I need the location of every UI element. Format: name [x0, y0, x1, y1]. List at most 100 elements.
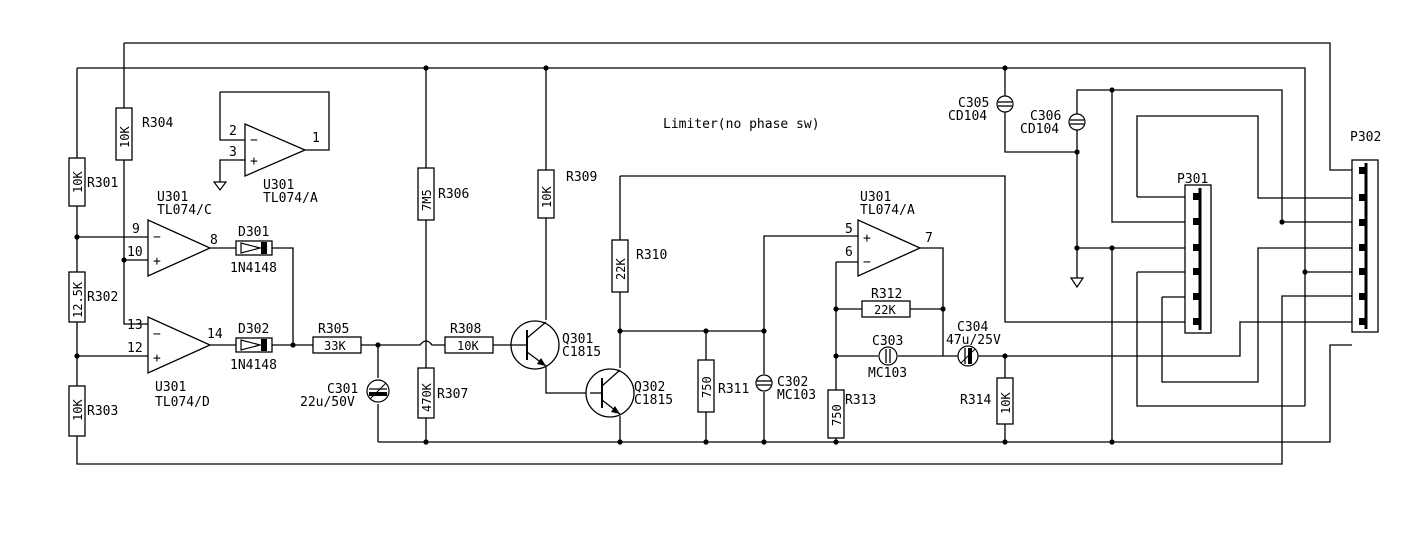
opamp-pin: 9 — [132, 222, 140, 237]
resistor-ref: R303 — [87, 404, 118, 419]
opamp-pin: 2 — [229, 124, 237, 139]
resistor-r313: 750 R313 — [827, 389, 876, 439]
resistor-ref: R307 — [437, 387, 468, 402]
opamp-ref: U301 — [155, 380, 186, 395]
connector-ref: P302 — [1350, 130, 1381, 145]
capacitor-value: CD104 — [948, 109, 987, 124]
capacitor-value: 47u/25V — [946, 333, 1001, 348]
resistor-r303: 10K R303 — [68, 385, 118, 437]
opamp-u301-a-buffer: − + 2 3 1 U301 TL074/A — [229, 123, 320, 206]
opamp-pin: 6 — [845, 245, 853, 260]
resistor-r304: 10K R304 — [115, 107, 173, 161]
capacitor-ref: C304 — [957, 320, 988, 335]
resistor-r314: 10K R314 — [960, 377, 1014, 425]
diode-ref: D301 — [238, 225, 269, 240]
resistor-value: 12.5K — [71, 281, 85, 318]
resistor-r311: 750 R311 — [697, 359, 749, 413]
resistor-r305: 33K R305 — [312, 322, 362, 354]
transistor-q302: Q302 C1815 — [585, 368, 673, 418]
resistor-value: 470K — [420, 382, 434, 412]
connector-p301: P301 — [1177, 172, 1212, 334]
opamp-plus-sign: + — [863, 231, 871, 246]
opamp-minus-sign: − — [250, 133, 258, 148]
resistor-value: 22K — [874, 303, 896, 317]
resistor-ref: R310 — [636, 248, 667, 263]
resistor-ref: R304 — [142, 116, 173, 131]
opamp-ref: U301 — [263, 178, 294, 193]
ground-symbol — [212, 181, 228, 191]
opamp-u301-a: + − 5 6 7 U301 TL074/A — [845, 190, 933, 278]
resistor-r312: 22K R312 — [861, 287, 911, 318]
resistor-value: 22K — [614, 258, 628, 280]
resistor-value: 10K — [71, 399, 85, 421]
resistor-r308: 10K R308 — [444, 322, 494, 354]
resistor-value: 750 — [830, 404, 844, 426]
opamp-value: TL074/A — [263, 191, 318, 206]
resistor-r310: 22K R310 — [611, 239, 667, 293]
opamp-value: TL074/D — [155, 395, 210, 410]
capacitor-ref: C303 — [872, 334, 903, 349]
transistor-q301: Q301 C1815 — [510, 320, 601, 370]
diode-d301: D301 1N4148 — [230, 225, 277, 276]
capacitor-c306: C306 CD104 — [1020, 109, 1086, 137]
diode-value: 1N4148 — [230, 261, 277, 276]
capacitor-c303: C303 MC103 — [868, 334, 907, 381]
resistor-value: 10K — [999, 392, 1013, 414]
capacitor-ref: C306 — [1030, 109, 1061, 124]
opamp-ref: U301 — [860, 190, 891, 205]
resistor-value: 10K — [540, 186, 554, 208]
resistor-ref: R308 — [450, 322, 481, 337]
capacitor-value: MC103 — [868, 366, 907, 381]
resistor-r302: 12.5K R302 — [68, 271, 118, 323]
transistor-value: C1815 — [562, 345, 601, 360]
resistor-ref: R306 — [438, 187, 469, 202]
capacitor-value: CD104 — [1020, 122, 1059, 137]
resistor-value: 10K — [457, 339, 479, 353]
opamp-value: TL074/C — [157, 203, 212, 218]
opamp-pin: 7 — [925, 231, 933, 246]
diode-ref: D302 — [238, 322, 269, 337]
opamp-minus-sign: − — [153, 230, 161, 245]
resistor-value: 10K — [118, 126, 132, 148]
opamp-pin: 5 — [845, 222, 853, 237]
opamp-minus-sign: − — [863, 255, 871, 270]
diode-value: 1N4148 — [230, 358, 277, 373]
opamp-pin: 8 — [210, 233, 218, 248]
resistor-ref: R313 — [845, 393, 876, 408]
connector-ref: P301 — [1177, 172, 1208, 187]
connector-p302: P302 — [1350, 130, 1381, 333]
opamp-pin: 10 — [127, 245, 143, 260]
opamp-pin: 3 — [229, 145, 237, 160]
resistor-ref: R302 — [87, 290, 118, 305]
diode-d302: D302 1N4148 — [230, 322, 277, 373]
opamp-value: TL074/A — [860, 203, 915, 218]
opamp-plus-sign: + — [153, 351, 161, 366]
resistor-ref: R305 — [318, 322, 349, 337]
opamp-input-leads — [836, 235, 858, 263]
resistor-value: 33K — [324, 339, 346, 353]
resistor-ref: R312 — [871, 287, 902, 302]
capacitor-c301: C301 22u/50V — [300, 379, 390, 410]
opamp-pin: 14 — [207, 327, 223, 342]
capacitor-ref: C305 — [958, 96, 989, 111]
resistor-r306: 7M5 R306 — [417, 167, 469, 221]
capacitor-value: MC103 — [777, 388, 816, 403]
opamp-ref: U301 — [157, 190, 188, 205]
opamp-u301-d: − + 13 12 14 U301 TL074/D — [127, 315, 223, 410]
resistor-value: 750 — [700, 376, 714, 398]
opamp-u301-c: − + 9 10 8 U301 TL074/C — [127, 190, 218, 278]
opamp-plus-sign: + — [153, 254, 161, 269]
capacitor-c305: C305 CD104 — [948, 95, 1014, 124]
ground-symbol — [1069, 277, 1085, 289]
resistor-value: 10K — [71, 171, 85, 193]
capacitor-c302: C302 MC103 — [755, 374, 816, 403]
opamp-plus-sign: + — [250, 154, 258, 169]
transistor-ref: Q302 — [634, 380, 665, 395]
capacitor-ref: C302 — [777, 375, 808, 390]
opamp-pin: 13 — [127, 318, 143, 333]
resistor-ref: R309 — [566, 170, 597, 185]
resistor-ref: R314 — [960, 393, 991, 408]
resistor-r301: 10K R301 — [68, 157, 118, 207]
schematic-title: Limiter(no phase sw) — [663, 117, 820, 132]
